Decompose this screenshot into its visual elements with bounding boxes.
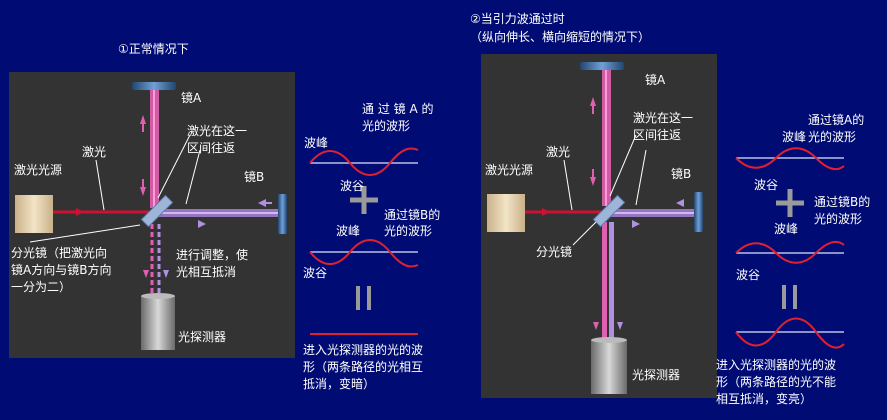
right-mirror-b-label: 镜B: [671, 167, 692, 181]
right-splitter-label: 分光镜: [536, 245, 573, 259]
arrow-icon: [676, 199, 684, 207]
right-waves: [735, 147, 845, 349]
right-result-line2: 形（两条路径的光不能: [716, 375, 837, 389]
left-wave-a-line2: 光的波形: [362, 119, 411, 133]
arrow-icon: [632, 220, 640, 228]
left-wave-b-line2: 光的波形: [384, 224, 433, 238]
right-mirror-a-label: 镜A: [645, 73, 666, 87]
right-result-line1: 进入光探测器的光的波: [716, 358, 837, 372]
right-mirror-a: [580, 62, 624, 70]
left-splitter-line3: 一分为二）: [11, 280, 72, 294]
wave-a-right: [735, 147, 845, 171]
right-detector-label: 光探测器: [632, 368, 681, 382]
left-adjust-line2: 光相互抵消: [176, 265, 237, 279]
result-wave-right: [735, 317, 845, 349]
left-mirror-b: [278, 194, 287, 234]
left-mirror-a-label: 镜A: [181, 91, 202, 105]
arrow-icon: [163, 270, 169, 278]
right-source-label: 激光光源: [485, 163, 534, 177]
left-crest-a: 波峰: [304, 136, 329, 150]
wave-b-left: [309, 239, 419, 268]
right-detector: [591, 340, 627, 394]
left-mirror-b-label: 镜B: [244, 170, 265, 184]
left-laser-source: [15, 195, 53, 233]
left-beam-splitter: [140, 194, 174, 228]
right-wave-a-line2: 光的波形: [808, 130, 857, 144]
left-source-label: 激光光源: [14, 163, 63, 177]
left-result-line1: 进入光探测器的光的波: [303, 343, 424, 357]
arrow-icon: [542, 208, 550, 216]
left-apparatus: [15, 82, 287, 350]
right-round-trip-line1: 激光在这一: [633, 111, 694, 125]
right-trough-b: 波谷: [736, 268, 761, 282]
right-laser-source: [487, 194, 525, 232]
left-detector-label: 光探测器: [178, 330, 227, 344]
right-mirror-b: [694, 192, 703, 232]
left-round-trip-line2: 区间往返: [187, 141, 236, 155]
left-trough-a: 波谷: [340, 179, 365, 193]
arrow-icon: [76, 208, 84, 216]
wave-b-right: [735, 240, 845, 264]
left-mirror-a: [132, 82, 176, 90]
right-beam-splitter: [592, 194, 626, 228]
left-crest-b: 波峰: [336, 224, 361, 238]
arrow-icon: [258, 199, 266, 207]
right-wave-a-line1: 通过镜A的: [808, 113, 865, 127]
left-trough-b: 波谷: [303, 266, 328, 280]
right-wave-b-line2: 光的波形: [814, 212, 863, 226]
right-title-line1: ②当引力波通过时: [470, 12, 565, 26]
left-round-trip-line1: 激光在这一: [187, 124, 248, 138]
arrow-icon: [590, 97, 596, 106]
left-wave-a-line1: 通 过 镜 A 的: [362, 102, 434, 116]
arrow-icon: [140, 115, 146, 124]
left-waves: [309, 147, 419, 335]
arrow-icon: [590, 177, 596, 186]
right-title-line2: （纵向伸长、横向缩短的情况下）: [470, 30, 651, 44]
arrow-icon: [593, 322, 599, 330]
arrow-icon: [140, 187, 146, 196]
arrow-icon: [617, 322, 623, 330]
right-crest-a: 波峰: [782, 130, 807, 144]
left-splitter-line1: 分光镜（把激光向: [11, 246, 108, 260]
right-apparatus: [487, 62, 703, 394]
left-splitter-line2: 镜A方向与镜B方向: [11, 263, 112, 277]
left-wave-b-line1: 通过镜B的: [384, 208, 441, 222]
arrow-icon: [198, 220, 206, 228]
left-laser-label: 激光: [82, 145, 107, 159]
left-title: ①正常情况下: [118, 42, 189, 56]
right-laser-label: 激光: [546, 145, 571, 159]
right-round-trip-line2: 区间往返: [633, 128, 682, 142]
left-result-line3: 抵消，变暗）: [303, 377, 376, 391]
wave-a-left: [309, 147, 419, 176]
right-crest-b: 波峰: [774, 222, 799, 236]
left-result-line2: 形（两条路径的光相互: [303, 360, 424, 374]
left-detector: [141, 296, 175, 350]
right-wave-b-line1: 通过镜B的: [814, 195, 871, 209]
right-trough-a: 波谷: [754, 178, 779, 192]
right-result-line3: 相互抵消，变亮）: [716, 392, 813, 406]
left-adjust-line1: 进行调整，使: [176, 248, 249, 262]
arrow-icon: [143, 270, 149, 278]
